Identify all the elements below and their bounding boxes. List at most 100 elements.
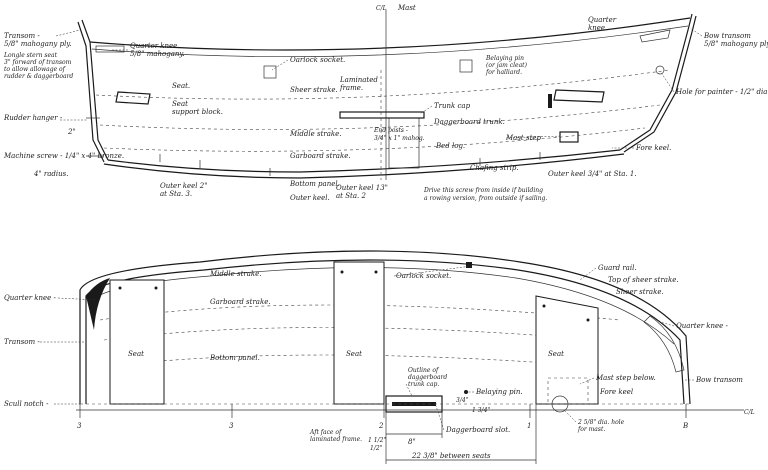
plan-quarter-knee-aft (86, 278, 110, 330)
plan-label-transom: Transom - (4, 338, 40, 346)
plan-gunwale (79, 250, 691, 405)
label-outer-keel-4: Outer keel 3/4" at Sta. 1. (548, 170, 637, 178)
label-seat-note-2: 3" forward of transom (4, 59, 72, 66)
plan-label-sta-b: B (682, 422, 688, 430)
label-of-sta-3: at Sta. 3. (160, 190, 192, 198)
label-quarter-knee-bow-2: knee (588, 24, 605, 32)
aft-seat (115, 91, 151, 105)
plan-label-seat-1: Seat (128, 350, 144, 358)
leader (57, 297, 97, 301)
quarter-knee-bow (639, 29, 671, 43)
label-bow-transom-2: 5/8" mahogany ply. (704, 40, 768, 48)
label-laminated-frame: Laminated (339, 76, 378, 84)
plan-label-dim-3: 1 1/2" (368, 437, 386, 444)
label-painter-hole: Hole for painter - 1/2" dia. (675, 88, 768, 96)
fastener (118, 286, 122, 290)
trunk-cap (339, 111, 425, 119)
plan-label-daggerboard-slot: Daggerboard slot. (445, 426, 510, 434)
leader (405, 383, 413, 397)
label-oarlock-socket: Oarlock socket. (290, 56, 345, 64)
label-mast: Mast (397, 4, 416, 12)
plan-view: Quarter knee - Transom - Scull notch - S… (4, 250, 755, 464)
plan-belaying-pin (464, 390, 468, 394)
plan-label-mast-hole-1: 2 5/8" dia. hole (577, 419, 625, 426)
plan-label-outline-1: Outline of (408, 367, 440, 374)
plan-label-oarlock-socket: Oarlock socket. (396, 272, 451, 280)
belaying-pin (548, 94, 552, 108)
label-quarter-knee-bow: Quarter (588, 16, 617, 24)
outer-keel-line (103, 153, 625, 179)
bow-transom-outer (623, 15, 697, 153)
sheer-line (89, 17, 691, 51)
plan-label-quarter-knee: Quarter knee - (4, 294, 57, 302)
stern-transom-outer (77, 21, 105, 163)
label-trunk-cap: Trunk cap (434, 102, 471, 110)
label-belaying-1: Belaying pin (485, 55, 524, 62)
plan-label-outline-3: trunk cap. (408, 381, 439, 388)
plan-label-seat-2: Seat (346, 350, 362, 358)
stern-transom (81, 19, 109, 161)
leader (579, 377, 595, 385)
label-transom: Transom - (4, 32, 40, 40)
label-of-sta-2: at Sta. 2 (336, 192, 366, 200)
label-outer-keel: Outer keel. (290, 194, 330, 202)
label-bottom-panel: Bottom panel. (289, 180, 340, 188)
fastener (542, 304, 546, 308)
label-belaying-2: (or jam cleat) (486, 62, 528, 69)
plan-label-fore-keel: Fore keel (599, 388, 633, 396)
mast-step (559, 131, 579, 143)
middle-strake-line (99, 104, 661, 130)
plan-label-dim-4: 1/2" (370, 445, 383, 452)
plan-seat-mid (333, 261, 385, 405)
plan-daggerboard-slot (392, 402, 436, 406)
fastener (154, 286, 158, 290)
fastener (374, 270, 378, 274)
fastener (586, 318, 590, 322)
leader (393, 265, 473, 277)
label-quarter-knee: Quarter knee (130, 42, 177, 50)
fastener (340, 270, 344, 274)
label-drive-1: Drive this screw from inside if building (423, 187, 543, 194)
plan-label-outline-2: daggerboard (408, 374, 447, 381)
label-garboard-strake: Garboard strake. (290, 152, 351, 160)
oarlock-socket-2 (459, 59, 473, 73)
plan-label-sta-2: 2 (378, 422, 384, 430)
plan-label-top-sheer: Top of sheer strake. (608, 276, 679, 284)
plan-label-guard-rail: Guard rail. (598, 264, 637, 272)
label-mast-step: Mast step (505, 134, 542, 142)
sheer-strake-line (95, 69, 671, 100)
quarter-knee-aft (95, 45, 125, 53)
side-elevation: Transom - 5/8" mahogany ply. Longle ster… (3, 4, 768, 202)
sheer-line-inner (91, 25, 689, 58)
label-seat-note-1: Longle stern seat (3, 52, 58, 59)
plan-label-sta-3a: 3 (77, 422, 82, 430)
leader (505, 135, 563, 139)
painter-hole (655, 65, 665, 75)
oarlock-socket-1 (263, 65, 277, 79)
plan-label-middle-strake: Middle strake. (209, 270, 262, 278)
plan-label-aft-face-2: laminated frame. (310, 436, 362, 443)
label-transom-ply: 5/8" mahogany ply. (4, 40, 72, 48)
label-middle-strake: Middle strake. (289, 130, 342, 138)
plan-gunwale-inner (85, 259, 685, 405)
leader (563, 409, 577, 423)
label-chafing-strip: Chafing strip. (470, 164, 519, 172)
label-outer-keel-3: Outer keel 13" (336, 184, 388, 192)
label-outer-keel-2: Outer keel 2" (160, 182, 207, 190)
label-machine-screw: Machine screw - 1/4" x 4" bronze. (3, 152, 124, 160)
label-bow-transom: Bow transom (703, 32, 751, 40)
leader (689, 27, 703, 37)
leader (435, 405, 445, 431)
label-rudder-hanger: Rudder hanger - (3, 114, 63, 122)
label-end-posts-2: 3/4" x 1" mahog. (374, 135, 425, 142)
label-seat: Seat. (172, 82, 190, 90)
daggerboard-trunk (388, 117, 420, 169)
plan-label-seat-3: Seat (548, 350, 564, 358)
label-seat-support-2: support block. (172, 108, 223, 116)
label-daggerboard-trunk: Daggerboard trunk. (433, 118, 505, 126)
leader (419, 105, 433, 115)
label-bed-log: Bed log. (435, 142, 465, 150)
label-belaying-3: for halliard. (485, 69, 522, 76)
label-fore-keel: Fore keel. (635, 144, 671, 152)
